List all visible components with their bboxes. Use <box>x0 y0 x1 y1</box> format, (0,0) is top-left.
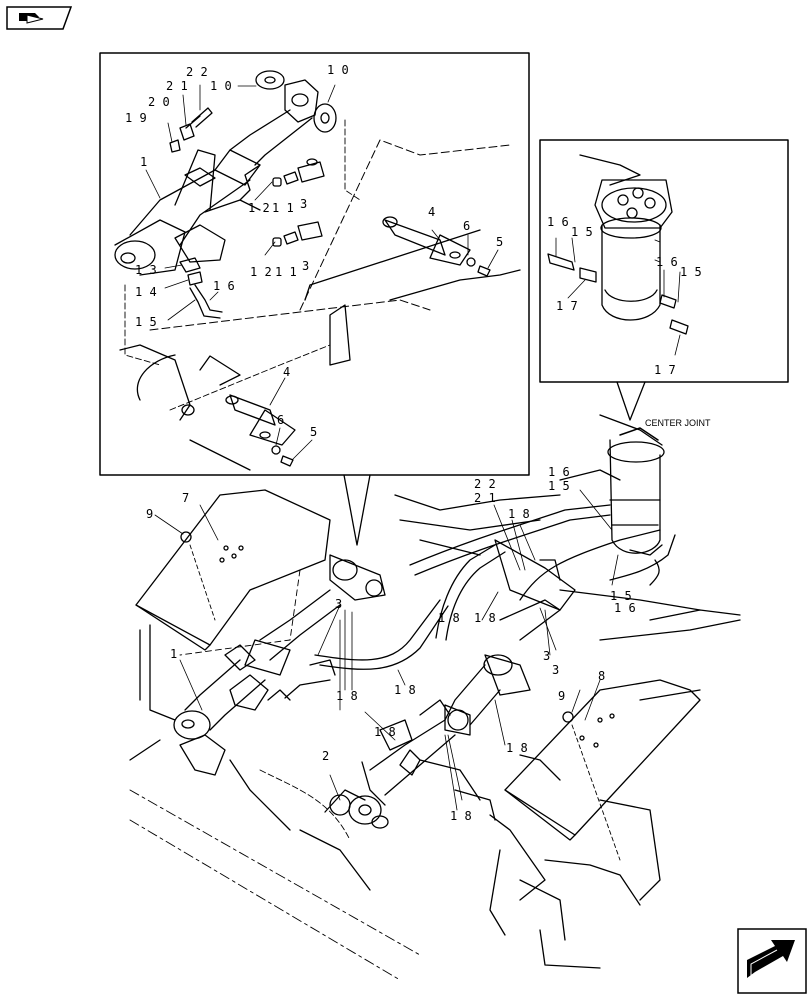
callout-17: 1 7 <box>556 299 578 313</box>
callout-5: 5 <box>496 235 503 249</box>
callout-1: 1 <box>170 647 177 661</box>
callout-6: 6 <box>277 413 284 427</box>
callout-15: 1 5 <box>571 225 593 239</box>
detail-box-center-joint <box>539 139 789 421</box>
callout-20: 2 0 <box>148 95 170 109</box>
callout-15: 1 5 <box>610 589 632 603</box>
callout-16: 1 6 <box>213 279 235 293</box>
callout-3: 3 <box>302 259 309 273</box>
callout-5: 5 <box>310 425 317 439</box>
callout-18: 1 8 <box>394 683 416 697</box>
callout-12: 1 2 <box>248 201 270 215</box>
callout-1: 1 <box>140 155 147 169</box>
callout-9: 9 <box>146 507 153 521</box>
center-joint-label: CENTER JOINT <box>645 418 711 428</box>
callout-3: 3 <box>335 597 342 611</box>
callout-2: 2 <box>322 749 329 763</box>
callout-7: 7 <box>182 491 189 505</box>
callout-16: 1 6 <box>548 465 570 479</box>
book-arrow-icon <box>6 6 73 30</box>
callout-15: 1 5 <box>135 315 157 329</box>
callout-22: 2 2 <box>186 65 208 79</box>
callout-16: 1 6 <box>656 255 678 269</box>
callout-18: 1 8 <box>506 741 528 755</box>
callout-11: 1 1 <box>275 265 297 279</box>
callout-21: 2 1 <box>474 491 496 505</box>
callout-3: 3 <box>552 663 559 677</box>
callout-4: 4 <box>283 365 290 379</box>
arrow-icon <box>737 928 807 994</box>
callout-12: 1 2 <box>250 265 272 279</box>
next-page-button[interactable] <box>737 928 807 994</box>
callout-10: 1 0 <box>210 79 232 93</box>
callout-13: 1 3 <box>135 263 157 277</box>
main-assembly <box>129 414 741 981</box>
callout-11: 1 1 <box>272 201 294 215</box>
callout-21: 2 1 <box>166 79 188 93</box>
detail-box-cylinder <box>99 52 530 476</box>
callout-19: 1 9 <box>125 111 147 125</box>
callout-17: 1 7 <box>654 363 676 377</box>
callout-10: 1 0 <box>327 63 349 77</box>
callout-6: 6 <box>463 219 470 233</box>
callout-3: 3 <box>300 197 307 211</box>
callout-18: 1 8 <box>508 507 530 521</box>
callout-15: 1 5 <box>548 479 570 493</box>
callout-8: 8 <box>598 669 605 683</box>
callout-18: 1 8 <box>438 611 460 625</box>
callout-18: 1 8 <box>474 611 496 625</box>
callout-22: 2 2 <box>474 477 496 491</box>
callout-16: 1 6 <box>547 215 569 229</box>
callout-16: 1 6 <box>614 601 636 615</box>
callout-18: 1 8 <box>374 725 396 739</box>
callout-3: 3 <box>543 649 550 663</box>
callout-15: 1 5 <box>680 265 702 279</box>
callout-18: 1 8 <box>336 689 358 703</box>
callout-9: 9 <box>558 689 565 703</box>
callout-labels: 2 2 2 1 2 0 1 9 1 0 1 0 1 1 2 1 1 3 1 2 … <box>125 63 711 823</box>
callout-14: 1 4 <box>135 285 157 299</box>
callout-4: 4 <box>428 205 435 219</box>
callout-18: 1 8 <box>450 809 472 823</box>
previous-page-button[interactable] <box>5 5 75 31</box>
